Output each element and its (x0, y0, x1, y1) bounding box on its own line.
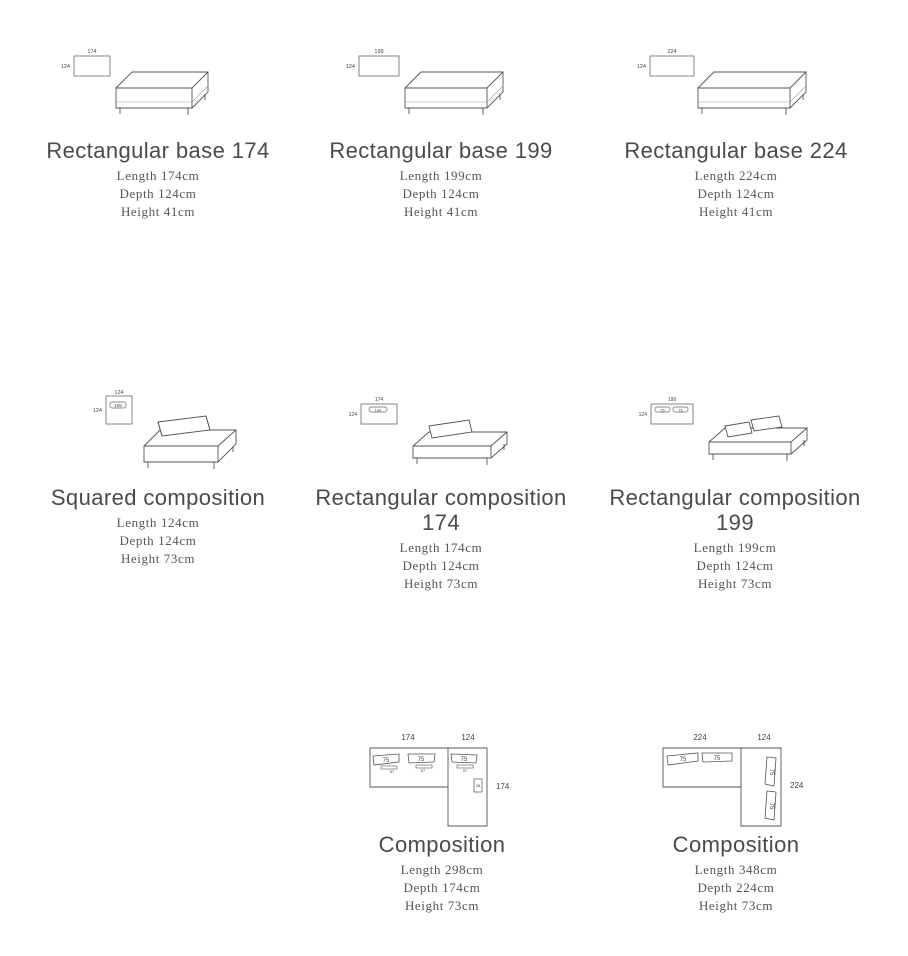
dim-side-label: 224 (790, 781, 804, 790)
dim-side-label: 124 (349, 412, 358, 418)
spec-depth: Depth 124cm (697, 186, 775, 201)
product-specs: Length 224cm Depth 124cm Height 41cm (598, 167, 874, 221)
dim-side-label: 124 (346, 64, 355, 70)
product-card-rect-composition-199[interactable]: 75 75 199 124 Rectangular composition 19… (594, 386, 876, 593)
spec-length: Length 124cm (116, 515, 200, 530)
dim-cushion-c-label: 75 (461, 757, 468, 763)
product-card-composition-298[interactable]: 174 124 174 75 75 75 57 57 57 28 Composi… (342, 728, 542, 915)
spec-length: Length 174cm (116, 168, 200, 183)
rect-composition-199-drawing: 75 75 199 124 (639, 397, 808, 461)
spec-height: Height 73cm (697, 576, 773, 591)
product-card-rect-base-224[interactable]: 224 124 Rectangular base 224 Length 224c… (598, 44, 874, 221)
spec-length: Length 224cm (694, 168, 778, 183)
product-title: Composition (672, 832, 800, 857)
dim-cushion-a-label: 75 (660, 407, 665, 412)
dim-cushion-a-label: 75 (680, 757, 687, 763)
product-title: Squared composition (50, 485, 266, 510)
dim-cushion-label: 105 (114, 403, 122, 408)
product-title: Rectangular composition (609, 485, 861, 510)
spec-depth: Depth 124cm (696, 558, 774, 573)
dim-side-label: 124 (93, 408, 102, 414)
product-card-squared-composition[interactable]: 105 124 124 Squared composition Length 1… (20, 386, 296, 568)
product-title: Rectangular base 224 (624, 138, 848, 163)
product-card-rect-base-174[interactable]: 174 124 Rectangular base 174 Length 174c… (20, 44, 296, 221)
product-specs: Length 348cm Depth 224cm Height 73cm (636, 861, 836, 915)
rect-base-174-drawing: 174 124 (61, 49, 209, 115)
spec-depth: Depth 124cm (402, 186, 480, 201)
dim-top-label: 174 (375, 397, 384, 403)
product-specs: Length 199cm Depth 124cm Height 73cm (594, 539, 876, 593)
product-title-line2: 199 (716, 510, 754, 535)
product-specs: Length 298cm Depth 174cm Height 73cm (342, 861, 542, 915)
dim-top-label: 174 (87, 49, 96, 55)
spec-length: Length 348cm (694, 862, 778, 877)
product-title: Rectangular composition (315, 485, 567, 510)
composition-348-plan: 224 124 224 75 75 75 75 (662, 733, 804, 827)
spec-height: Height 41cm (120, 204, 196, 219)
product-card-rect-composition-174[interactable]: 100 174 124 Rectangular composition 174 … (300, 386, 582, 593)
dim-small-c-label: 57 (463, 768, 468, 773)
spec-depth: Depth 224cm (697, 880, 775, 895)
dim-tray-label: 28 (476, 783, 481, 788)
dim-top-label: 199 (374, 49, 383, 55)
dim-top-label: 224 (667, 49, 676, 55)
spec-height: Height 73cm (404, 898, 480, 913)
product-title-line2: 174 (422, 510, 460, 535)
rect-composition-174-drawing: 100 174 124 (349, 397, 508, 465)
dim-small-a-label: 57 (390, 769, 395, 774)
dim-side-label: 124 (61, 64, 70, 70)
dim-cushion-d-label: 75 (768, 803, 774, 810)
product-specs: Length 199cm Depth 124cm Height 41cm (303, 167, 579, 221)
spec-length: Length 199cm (399, 168, 483, 183)
spec-height: Height 73cm (403, 576, 479, 591)
dim-cushion-c-label: 75 (768, 769, 774, 776)
dim-small-b-label: 57 (421, 768, 426, 773)
dim-cushion-b-label: 75 (418, 757, 425, 763)
spec-depth: Depth 124cm (119, 533, 197, 548)
spec-length: Length 174cm (399, 540, 483, 555)
rect-base-224-drawing: 224 124 (637, 49, 807, 115)
rect-base-199-drawing: 199 124 (346, 49, 504, 115)
spec-length: Length 298cm (400, 862, 484, 877)
product-specs: Length 124cm Depth 124cm Height 73cm (20, 514, 296, 568)
dim-cushion-label: 100 (375, 407, 382, 412)
spec-depth: Depth 174cm (403, 880, 481, 895)
dim-top-b-label: 124 (461, 733, 475, 742)
spec-height: Height 41cm (698, 204, 774, 219)
spec-height: Height 41cm (403, 204, 479, 219)
dim-cushion-a-label: 75 (383, 758, 390, 764)
dim-top-label: 199 (668, 397, 677, 403)
dim-side-label: 124 (637, 64, 646, 70)
product-title: Rectangular base 174 (46, 138, 270, 163)
product-title: Rectangular base 199 (329, 138, 553, 163)
spec-depth: Depth 124cm (119, 186, 197, 201)
dim-top-a-label: 174 (401, 733, 415, 742)
dim-side-label: 124 (639, 412, 648, 418)
squared-composition-drawing: 105 124 124 (93, 390, 237, 469)
spec-height: Height 73cm (120, 551, 196, 566)
dim-top-a-label: 224 (693, 733, 707, 742)
dim-cushion-b-label: 75 (678, 407, 683, 412)
product-card-rect-base-199[interactable]: 199 124 Rectangular base 199 Length 199c… (303, 44, 579, 221)
product-title: Composition (378, 832, 506, 857)
dim-top-label: 124 (114, 390, 123, 396)
dim-side-label: 174 (496, 782, 510, 791)
product-specs: Length 174cm Depth 124cm Height 73cm (300, 539, 582, 593)
product-card-composition-348[interactable]: 224 124 224 75 75 75 75 Composition Leng… (636, 728, 836, 915)
dim-top-b-label: 124 (757, 733, 771, 742)
product-specs: Length 174cm Depth 124cm Height 41cm (20, 167, 296, 221)
composition-298-plan: 174 124 174 75 75 75 57 57 57 28 (369, 733, 510, 827)
dim-cushion-b-label: 75 (714, 756, 721, 762)
spec-depth: Depth 124cm (402, 558, 480, 573)
spec-length: Length 199cm (693, 540, 777, 555)
spec-height: Height 73cm (698, 898, 774, 913)
